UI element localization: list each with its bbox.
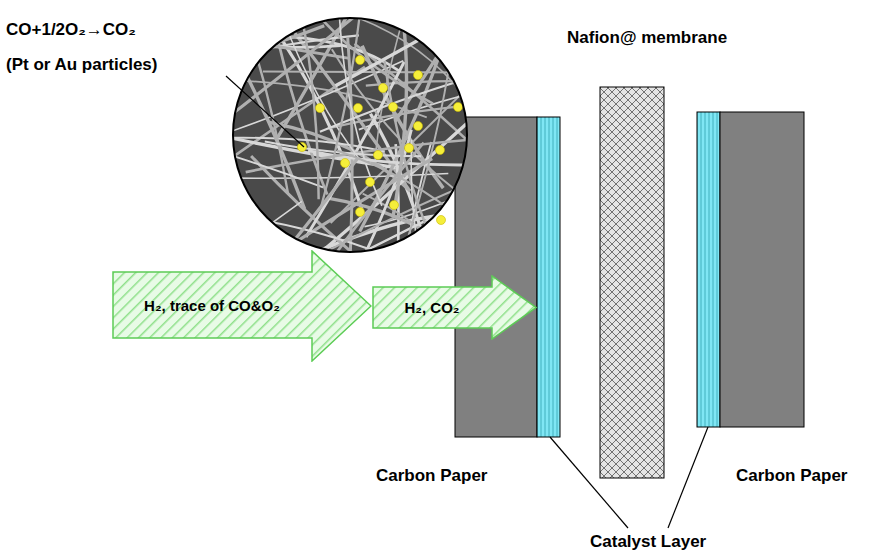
fiber [265,142,421,157]
reaction-note: CO+1/2O₂→CO₂ [6,20,136,40]
catalyst-layer [537,117,560,437]
catalyst-particle [414,71,423,80]
reaction-note: (Pt or Au particles) [6,55,157,75]
fiber [363,194,482,299]
fiber [395,0,520,121]
arrow-label: H₂, trace of CO&O₂ [112,272,312,338]
part-label: Carbon Paper [736,466,847,486]
catalyst-particle [405,144,414,153]
fiber [189,1,374,147]
catalyst-particle [356,56,365,65]
leader-line [550,437,628,528]
catalyst-particle [374,151,383,160]
fiber [287,0,318,199]
catalyst-particle [341,159,350,168]
catalyst-particle [354,104,363,113]
membrane [600,87,664,478]
flow-arrow: H₂, trace of CO&O₂ [112,250,372,362]
catalyst-particle [390,201,399,210]
fiber [198,0,304,209]
catalyst-particle [298,143,307,152]
arrow-label: H₂, CO₂ [372,287,492,328]
flow-arrow: H₂, CO₂ [372,275,537,340]
fiber [215,173,448,178]
arrow-outline [113,251,371,361]
part-label: Carbon Paper [376,466,487,486]
catalyst-particle [454,103,463,112]
fiber [137,21,349,58]
catalyst-particle [379,84,388,93]
catalyst-layer [697,112,720,427]
catalyst-particle [366,178,375,187]
catalyst-particle [316,104,325,113]
catalyst-particle [389,103,398,112]
fiber [335,0,537,86]
fiber [260,157,359,282]
carbon-paper [455,117,537,437]
fiber [337,151,482,239]
fiber [233,159,432,283]
part-label: Nafion@ membrane [567,28,727,48]
fiber [173,61,404,151]
fiber [394,47,452,282]
part-label: Catalyst Layer [590,532,706,552]
catalyst-particle [356,208,365,217]
fiber [315,12,433,104]
catalyst-particle [436,146,445,155]
arrow-outline [373,276,536,339]
catalyst-particle [414,122,423,131]
fiber [246,139,477,172]
fiber [384,59,452,285]
leader-line [226,76,304,147]
leader-line [668,427,708,528]
catalyst-particle [437,216,446,225]
carbon-paper [720,112,804,427]
fiber [411,140,427,284]
fiber [197,35,359,63]
